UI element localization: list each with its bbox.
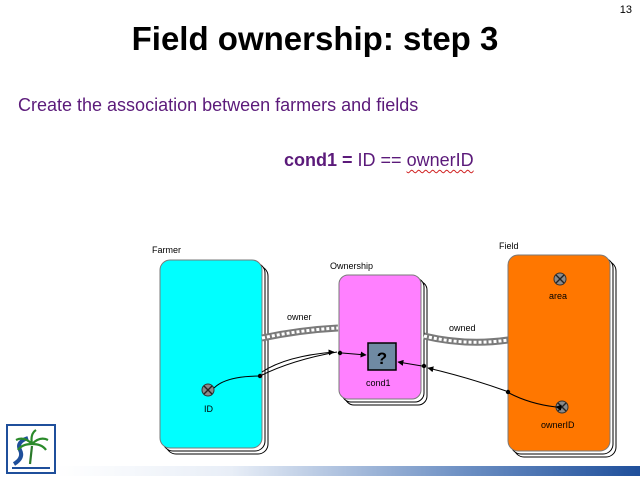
cond1-label: cond1 (366, 378, 391, 388)
cond1-box (367, 342, 397, 371)
footer-bar (56, 466, 640, 476)
field-area-port (553, 272, 567, 286)
formula-lhs: cond1 = (284, 150, 353, 170)
farmer-block (159, 259, 269, 455)
farmer-id-port (201, 383, 215, 397)
owned-relation-label: owned (449, 323, 476, 333)
ownership-box (338, 274, 422, 400)
formula-middle: ID == (352, 150, 407, 170)
palm-logo-icon (6, 424, 56, 474)
ownership-label: Ownership (330, 261, 373, 271)
farmer-label: Farmer (152, 245, 181, 255)
field-ownerid-port (555, 400, 569, 414)
cond1-symbol: ? (377, 349, 387, 368)
farmer-box (159, 259, 263, 449)
slide-subtitle: Create the association between farmers a… (18, 95, 419, 115)
owner-relation-label: owner (287, 312, 312, 322)
field-label: Field (499, 241, 519, 251)
field-area-label: area (549, 291, 567, 301)
field-box (507, 254, 611, 452)
id-to-cond1-connector (213, 349, 367, 389)
slide-title: Field ownership: step 3 (131, 20, 499, 57)
ownerid-to-cond1-connector (397, 359, 562, 411)
formula-rhs: ownerID (406, 150, 474, 170)
formula: cond1 = ID == ownerID (284, 150, 474, 171)
owned-relation (423, 332, 509, 346)
slide-number: 13 (619, 4, 632, 16)
farmer-id-label: ID (204, 404, 214, 414)
field-block (507, 254, 617, 458)
owner-relation (261, 324, 339, 342)
field-ownerid-label: ownerID (541, 420, 575, 430)
